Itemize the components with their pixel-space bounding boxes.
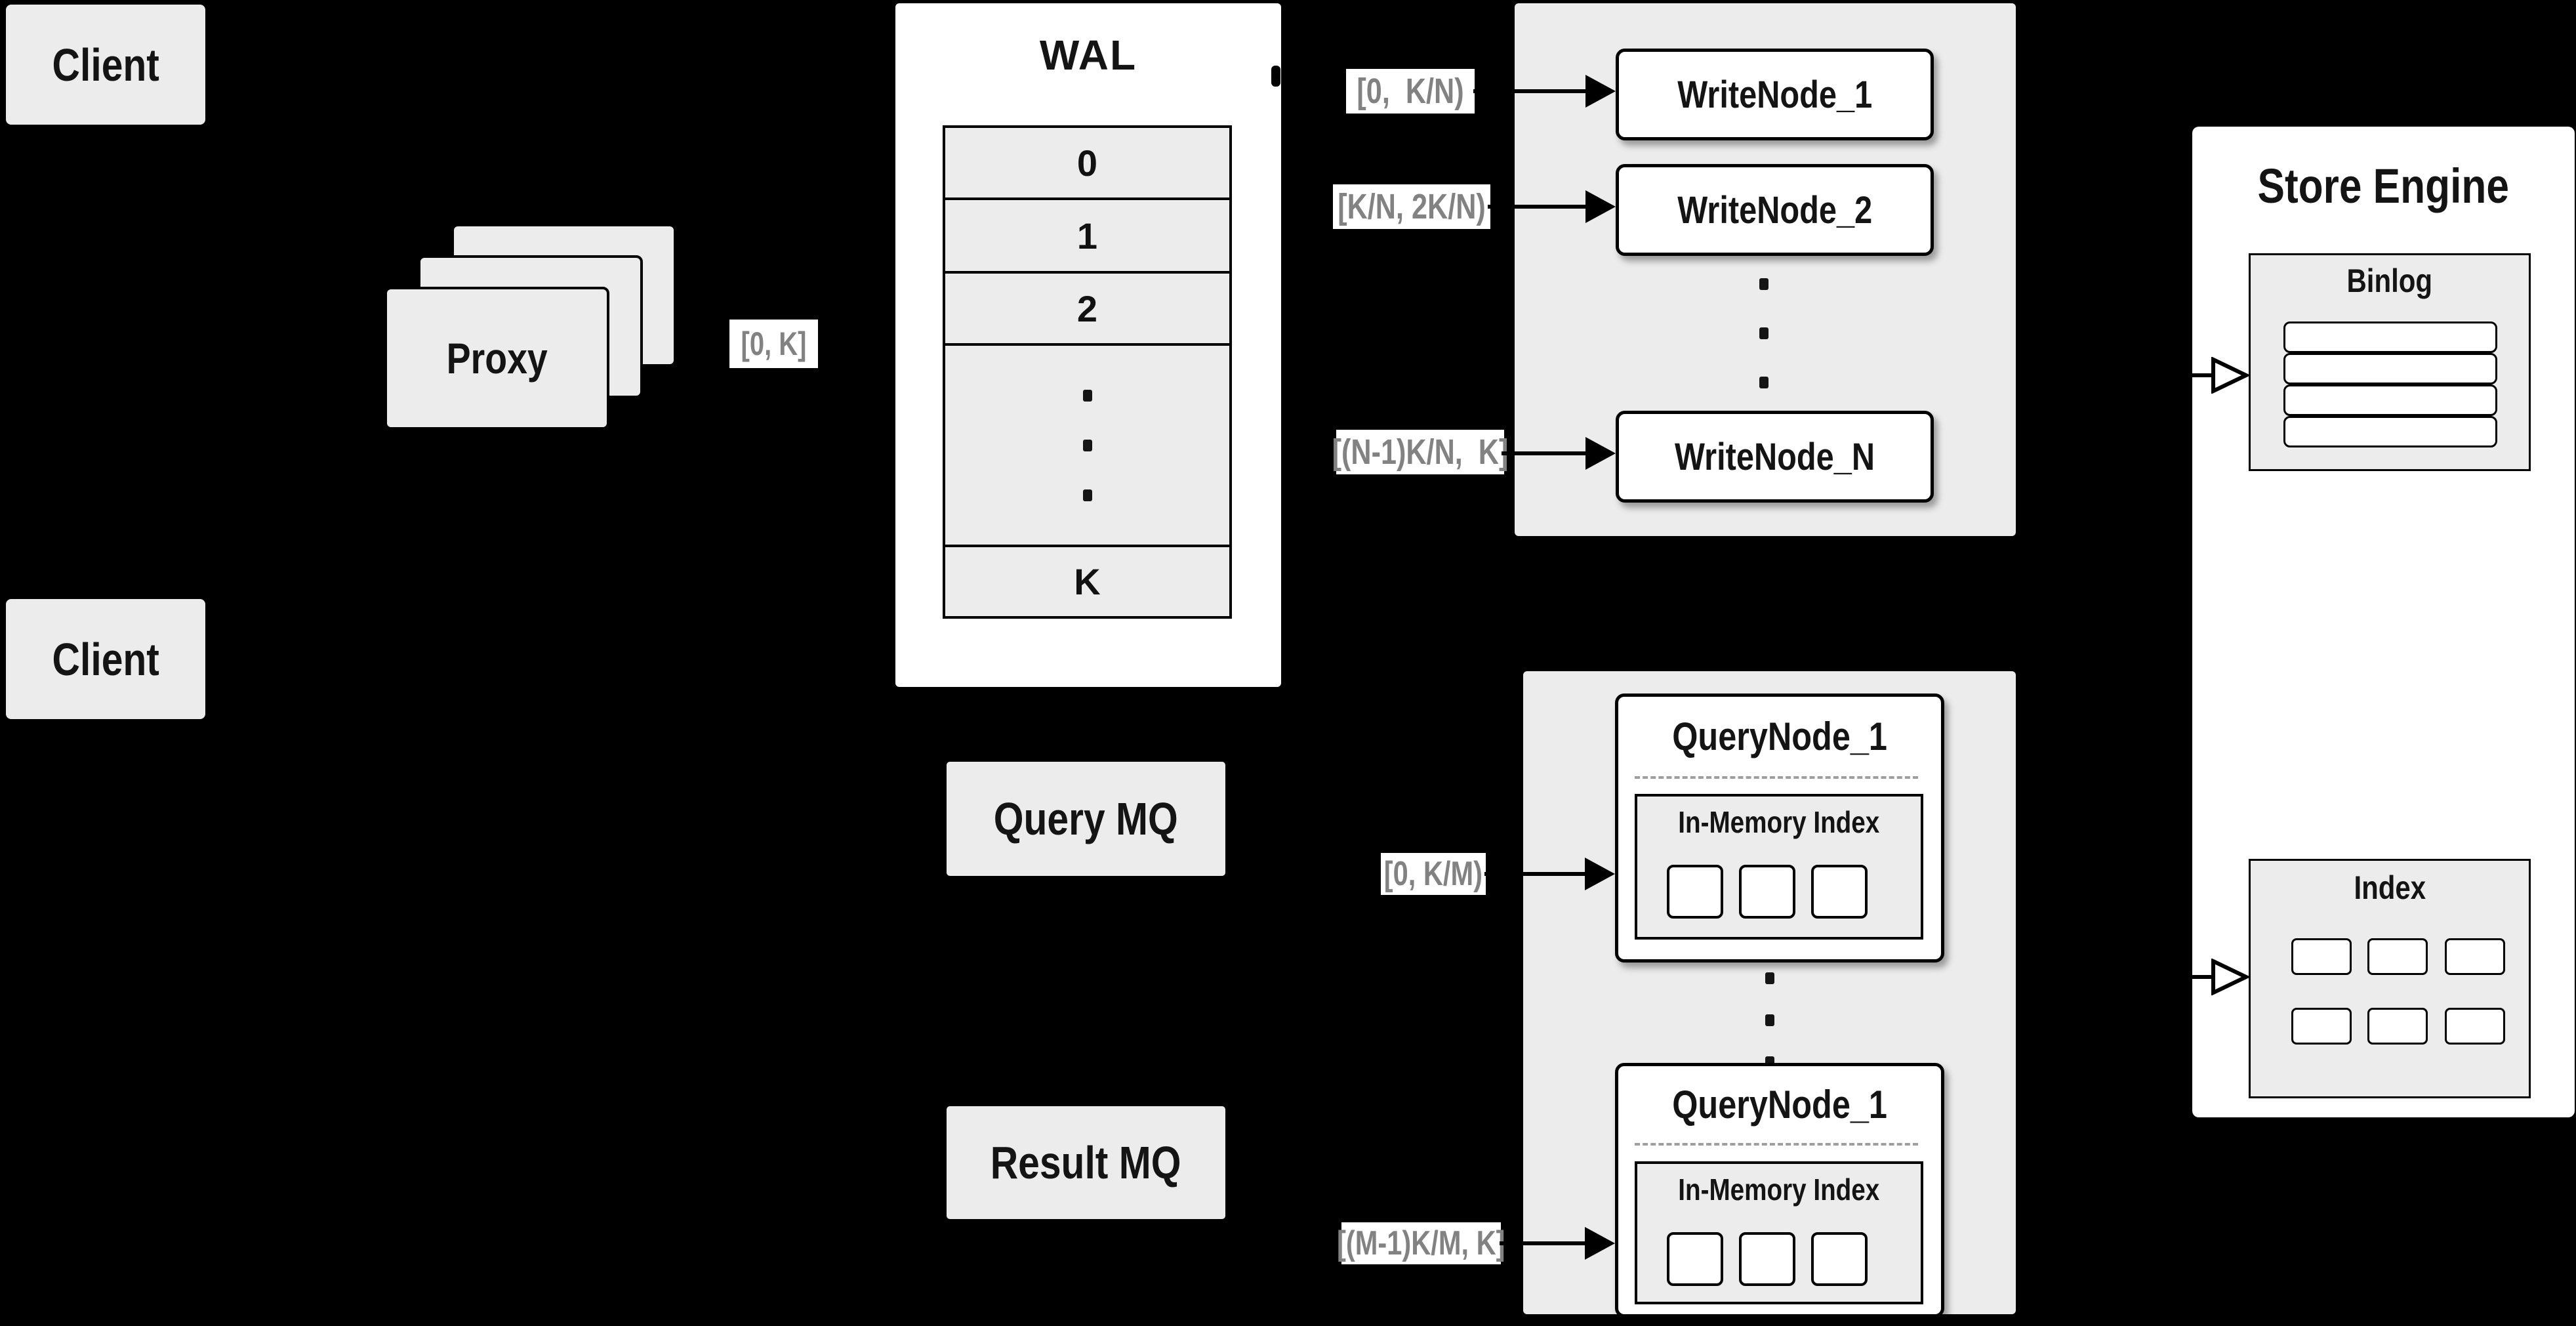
store-index-cell bbox=[2367, 938, 2428, 975]
write-node-n-label: WriteNode_N bbox=[1674, 435, 1875, 478]
arrow-to-query-node-bottom bbox=[1500, 1241, 1585, 1245]
in-memory-index-top-title: In-Memory Index bbox=[1678, 805, 1880, 839]
write-nodes-ellipsis-dot bbox=[1759, 377, 1768, 388]
wal-box: WAL 0 1 2 K bbox=[895, 3, 1281, 687]
arrowhead-write-node-2 bbox=[1585, 190, 1616, 223]
query-mq-box: Query MQ bbox=[947, 762, 1225, 876]
query-node-top-title: QueryNode_1 bbox=[1672, 715, 1887, 758]
store-index-box: Index bbox=[2249, 859, 2531, 1098]
store-index-cell bbox=[2291, 1008, 2352, 1045]
wal-segment-row: K bbox=[943, 545, 1232, 619]
write-range-label-n: [(N-1)K/N, K] bbox=[1332, 430, 1508, 474]
query-mq-label: Query MQ bbox=[993, 793, 1179, 844]
arrow-to-write-node-n bbox=[1502, 451, 1585, 455]
query-node-bottom-divider bbox=[1635, 1143, 1918, 1146]
write-node-1-box: WriteNode_1 bbox=[1616, 49, 1934, 140]
store-index-cell bbox=[2445, 938, 2505, 975]
wal-outgoing-connector-stub bbox=[1271, 66, 1280, 87]
proxy-box: Proxy bbox=[384, 287, 609, 430]
client-top-label: Client bbox=[52, 39, 159, 91]
store-index-cell bbox=[2367, 1008, 2428, 1045]
index-segment-box bbox=[1739, 1232, 1795, 1286]
index-segment-box bbox=[1667, 1232, 1723, 1286]
query-nodes-ellipsis-dot bbox=[1765, 972, 1774, 984]
binlog-row bbox=[2283, 353, 2497, 384]
index-segment-box bbox=[1739, 865, 1795, 919]
query-node-bottom-title: QueryNode_1 bbox=[1672, 1083, 1887, 1127]
client-bottom-label: Client bbox=[52, 633, 159, 685]
arrow-to-query-node-top bbox=[1484, 872, 1585, 876]
index-segment-box bbox=[1811, 865, 1868, 919]
arrowhead-write-node-n bbox=[1585, 437, 1616, 470]
wal-segment-row: 2 bbox=[943, 271, 1232, 346]
query-range-label-top: [0, K/M) bbox=[1381, 853, 1486, 895]
store-index-cell bbox=[2445, 1008, 2505, 1045]
vertical-ellipsis bbox=[1082, 389, 1092, 501]
binlog-row bbox=[2283, 416, 2497, 447]
hollow-arrow-to-binlog bbox=[2140, 357, 2251, 394]
store-engine-title: Store Engine bbox=[2257, 159, 2510, 213]
write-node-2-box: WriteNode_2 bbox=[1616, 164, 1934, 256]
index-segment-box bbox=[1811, 1232, 1868, 1286]
in-memory-index-bottom-title: In-Memory Index bbox=[1678, 1172, 1880, 1207]
write-node-n-box: WriteNode_N bbox=[1616, 411, 1934, 503]
write-nodes-ellipsis-dot bbox=[1759, 327, 1768, 339]
write-node-1-label: WriteNode_1 bbox=[1677, 73, 1872, 116]
arrowhead-write-node-1 bbox=[1585, 75, 1616, 108]
wal-title: WAL bbox=[1039, 31, 1137, 79]
arrow-to-write-node-1 bbox=[1473, 89, 1585, 93]
hollow-arrow-to-index bbox=[2140, 959, 2251, 995]
wal-segment-row: 0 bbox=[943, 125, 1232, 200]
arrowhead-query-node-bottom bbox=[1585, 1227, 1615, 1260]
binlog-title: Binlog bbox=[2346, 262, 2433, 299]
arrowhead-query-node-top bbox=[1585, 858, 1615, 890]
query-node-top-divider bbox=[1635, 776, 1918, 779]
arrow-to-write-node-2 bbox=[1488, 205, 1585, 209]
client-bottom-box: Client bbox=[6, 599, 205, 719]
write-node-2-label: WriteNode_2 bbox=[1677, 188, 1872, 232]
query-nodes-ellipsis-dot bbox=[1765, 1014, 1774, 1026]
write-nodes-ellipsis-dot bbox=[1759, 278, 1768, 290]
store-index-title: Index bbox=[2354, 869, 2426, 906]
index-segment-box bbox=[1667, 865, 1723, 919]
write-range-label-1: [0, K/N) bbox=[1346, 69, 1475, 114]
result-mq-box: Result MQ bbox=[947, 1106, 1225, 1219]
write-range-label-2: [K/N, 2K/N) bbox=[1333, 184, 1490, 229]
store-index-cell bbox=[2291, 938, 2352, 975]
wal-segment-table: 0 1 2 K bbox=[943, 125, 1232, 619]
proxy-label: Proxy bbox=[446, 334, 548, 383]
wal-ellipsis-row bbox=[943, 343, 1232, 547]
result-mq-label: Result MQ bbox=[991, 1137, 1181, 1188]
client-top-box: Client bbox=[6, 5, 205, 125]
binlog-row bbox=[2283, 384, 2497, 416]
query-range-label-bottom: [(M-1)K/M, K] bbox=[1337, 1222, 1505, 1264]
wal-segment-row: 1 bbox=[943, 197, 1232, 274]
proxy-range-label: [0, K] bbox=[729, 320, 818, 368]
binlog-row bbox=[2283, 321, 2497, 353]
